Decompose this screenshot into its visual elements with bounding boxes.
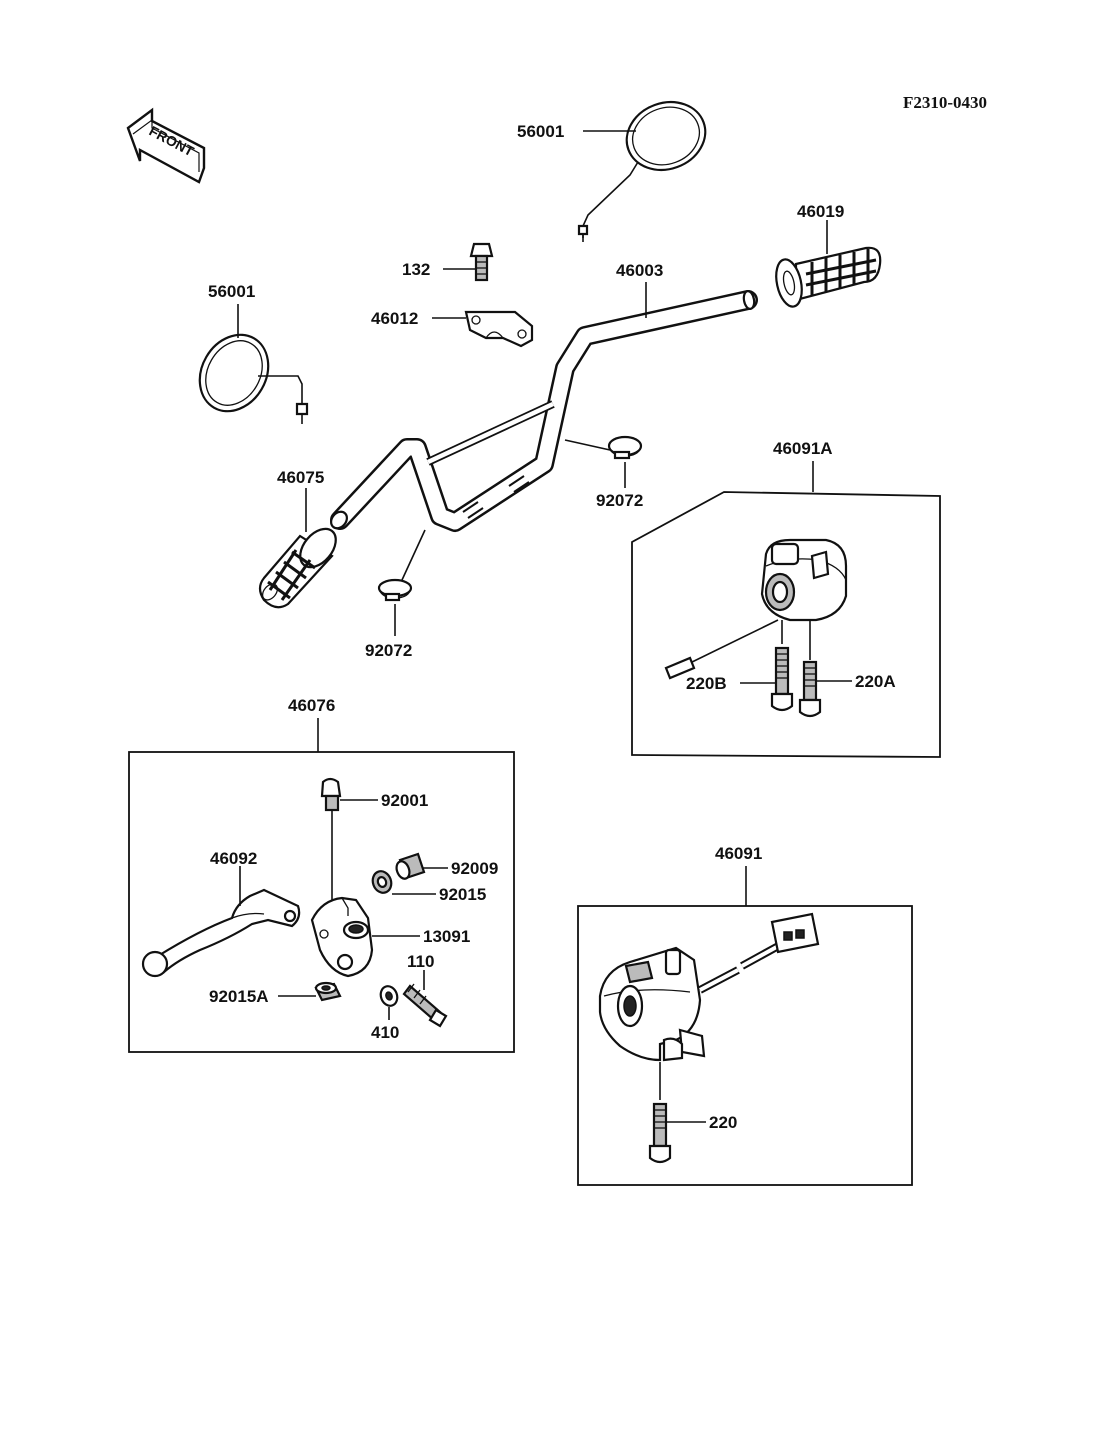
label-lever-holder: 13091 [423,927,470,946]
bolt-92001 [320,777,342,900]
label-screw-220: 220 [709,1113,737,1132]
washer-410 [379,985,399,1007]
label-clamp-left: 92072 [365,641,412,660]
label-bolt-132: 132 [402,260,430,279]
clamp-92072-left [377,578,413,602]
label-mirror-left: 56001 [208,282,255,301]
grip-left-46075 [258,527,337,609]
label-nut-92015: 92015 [439,885,486,904]
screw-220 [648,1062,672,1164]
handlebar-holder-46012 [464,310,534,348]
label-bolt-110: 110 [407,952,434,971]
group-box-46076 [128,751,515,1053]
grip-right-46019 [775,246,882,308]
nut-92015 [371,870,393,894]
nut-92015a [314,981,342,1002]
front-arrow-icon: FRONT [126,107,206,184]
lever-46092 [141,888,301,978]
label-clamp-right: 92072 [596,491,643,510]
label-screw-220a: 220A [855,672,896,691]
label-holder: 46012 [371,309,418,328]
mirror-left [198,333,309,424]
lever-holder-13091 [310,896,374,978]
label-handlebar: 46003 [616,261,663,280]
bolt-110 [402,983,448,1028]
switch-housing-left [598,912,820,1062]
label-washer-410: 410 [371,1023,399,1042]
label-nut-92015a: 92015A [209,987,269,1006]
handlebar-46003 [330,289,758,532]
label-screw-220b: 220B [686,674,727,693]
label-grip-right: 46019 [797,202,844,221]
mirror-right [577,101,707,242]
group-box-46091 [577,905,913,1186]
group-box-46091a [631,491,941,758]
switch-housing-right [664,538,848,680]
adjuster-92009 [395,852,426,880]
label-switch-left-group: 46091 [715,844,762,863]
label-lever: 46092 [210,849,257,868]
label-adjuster-92009: 92009 [451,859,498,878]
label-lever-assy-group: 46076 [288,696,335,715]
label-switch-right-group: 46091A [773,439,833,458]
screw-220b [770,620,794,712]
figure-code: F2310-0430 [903,93,987,112]
bolt-132 [469,242,494,282]
label-mirror-right: 56001 [517,122,564,141]
label-grip-left: 46075 [277,468,324,487]
screw-220a [798,620,822,718]
label-bolt-92001: 92001 [381,791,428,810]
clamp-92072-right [607,435,643,460]
